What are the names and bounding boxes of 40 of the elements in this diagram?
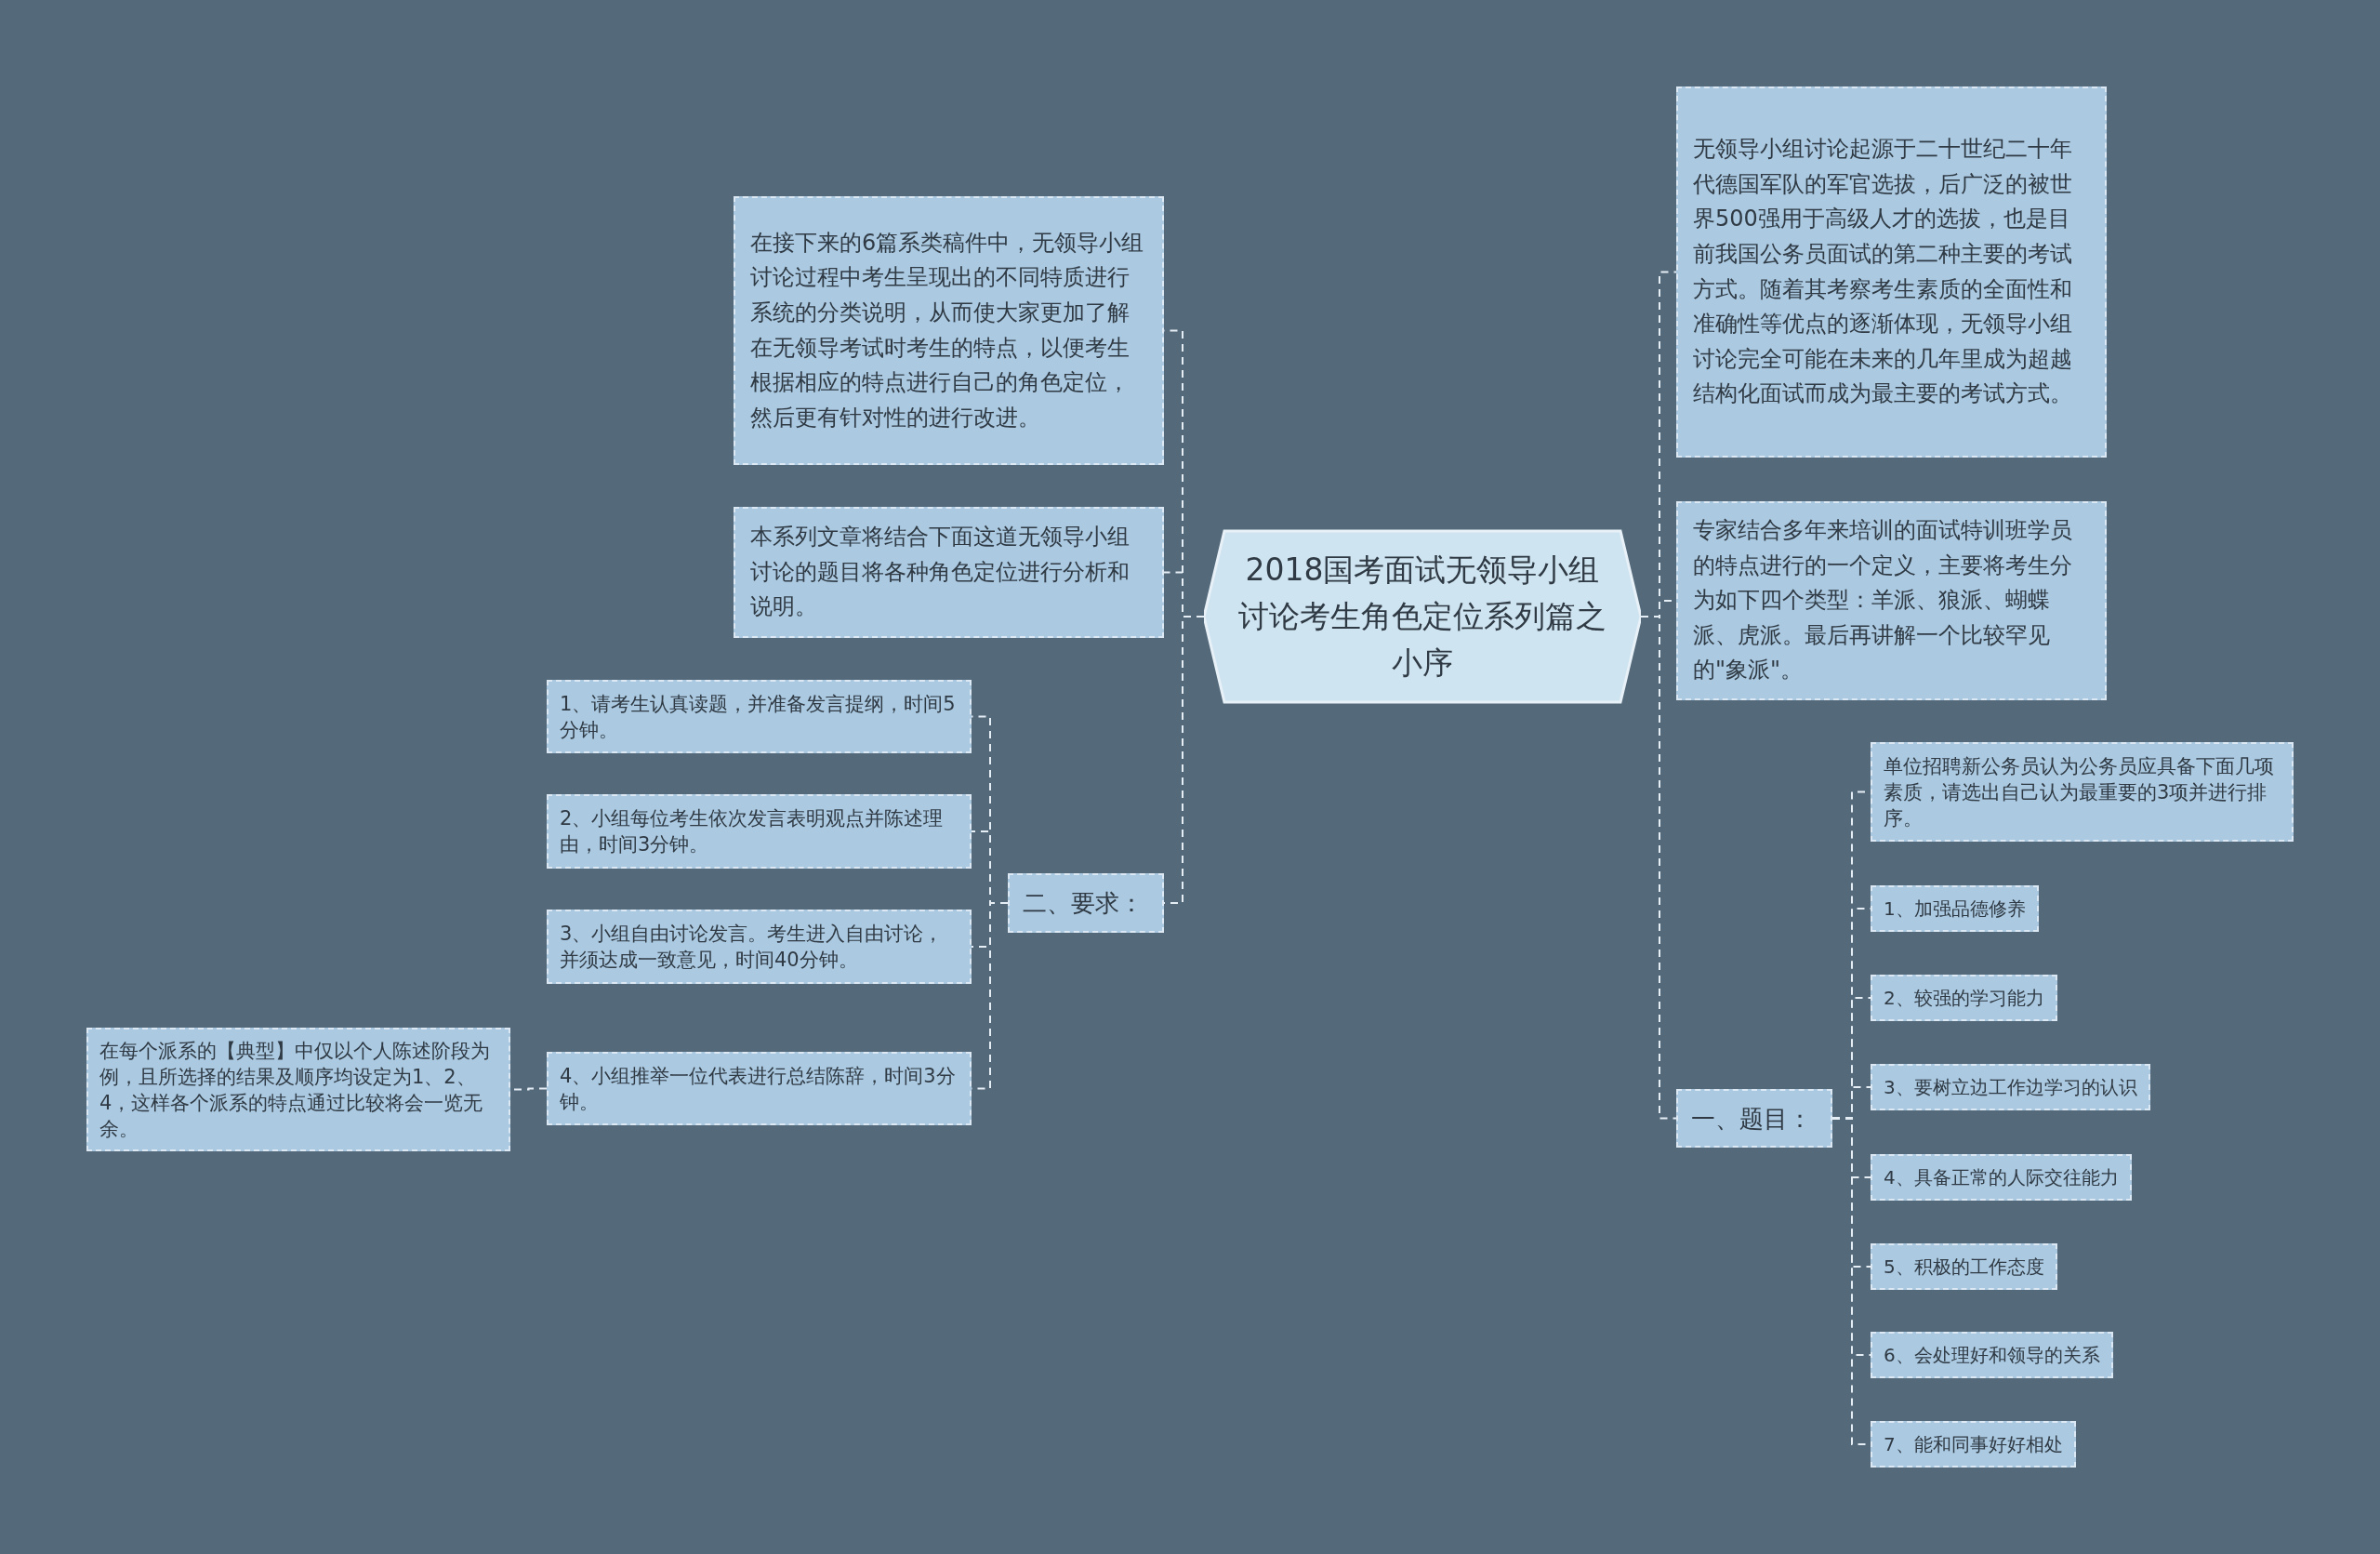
branch-box bbox=[1676, 1089, 1832, 1148]
topic-box bbox=[1676, 501, 2107, 700]
node-text: 在每个派系的【典型】中仅以个人陈述阶段为例，且所选择的结果及顺序均设定为1、2、4，这样各个派系的特点通过比较将会一览无余。 bbox=[99, 1038, 491, 1142]
topic-box bbox=[547, 910, 972, 984]
node-text: 无领导小组讨论起源于二十世纪二十年代德国军队的军官选拔，后广泛的被世界500强用于高级人才的选拔，也是目前我国公务员面试的第二种主要的考试方式。随着其考察考生素质的全面性和准确性等优点的逐渐体现，无领导小组讨论完全可能在未来的几年里成为超越结构化面试而成为最主要的考试方式。 bbox=[1693, 135, 2073, 409]
node-text: 二、要求： bbox=[1023, 888, 1144, 919]
topic-box bbox=[1871, 1243, 2057, 1290]
topic-box bbox=[1676, 86, 2107, 458]
topic-box bbox=[547, 1052, 972, 1125]
topic-box bbox=[1871, 885, 2039, 932]
node-text: 专家结合多年来培训的面试特训班学员的特点进行的一个定义，主要将考生分为如下四个类型：羊派、狼派、蝴蝶派、虎派。最后再讲解一个比较罕见的"象派"。 bbox=[1693, 516, 2073, 685]
topic-box bbox=[1871, 742, 2294, 842]
topic-box bbox=[547, 794, 972, 869]
topic-box bbox=[1871, 975, 2057, 1021]
node-text: 4、具备正常的人际交往能力 bbox=[1884, 1165, 2119, 1190]
topic-box bbox=[1871, 1154, 2132, 1201]
node-text: 1、请考生认真读题，并准备发言提纲，时间5分钟。 bbox=[560, 691, 957, 743]
node-text: 3、要树立边工作边学习的认识 bbox=[1884, 1075, 2137, 1100]
topic-box bbox=[1871, 1064, 2150, 1110]
node-text: 5、积极的工作态度 bbox=[1884, 1255, 2044, 1280]
node-text: 一、题目： bbox=[1691, 1103, 1812, 1135]
node-text: 在接下来的6篇系类稿件中，无领导小组讨论过程中考生呈现出的不同特质进行系统的分类说明，从而使大家更加了解在无领导考试时考生的特点，以便考生根据相应的特点进行自己的角色定位，然后更有针对性的进行改进。 bbox=[750, 228, 1145, 432]
node-text: 6、会处理好和领导的关系 bbox=[1884, 1343, 2100, 1368]
node-text: 本系列文章将结合下面这道无领导小组讨论的题目将各种角色定位进行分析和说明。 bbox=[750, 523, 1130, 622]
node-text: 单位招聘新公务员认为公务员应具备下面几项素质，请选出自己认为最重要的3项并进行排序。 bbox=[1884, 753, 2275, 831]
title-text: 2018国考面试无领导小组讨论考生角色定位系列篇之小序 bbox=[1237, 551, 1607, 683]
node-text: 1、加强品德修养 bbox=[1884, 897, 2026, 922]
topic-box bbox=[86, 1028, 510, 1151]
topic-box bbox=[734, 507, 1164, 638]
node-text: 2、较强的学习能力 bbox=[1884, 986, 2044, 1011]
topic-box bbox=[734, 196, 1164, 465]
node-text: 3、小组自由讨论发言。考生进入自由讨论，并须达成一致意见，时间40分钟。 bbox=[560, 922, 945, 973]
topic-box bbox=[1871, 1332, 2113, 1378]
topic-box bbox=[1871, 1421, 2076, 1468]
node-text: 4、小组推举一位代表进行总结陈辞，时间3分钟。 bbox=[560, 1063, 957, 1115]
node-text: 7、能和同事好好相处 bbox=[1884, 1432, 2063, 1457]
topic-box bbox=[547, 680, 972, 753]
node-text: 2、小组每位考生依次发言表明观点并陈述理由，时间3分钟。 bbox=[560, 806, 945, 857]
branch-box bbox=[1008, 873, 1164, 933]
central-topic bbox=[1204, 528, 1641, 705]
